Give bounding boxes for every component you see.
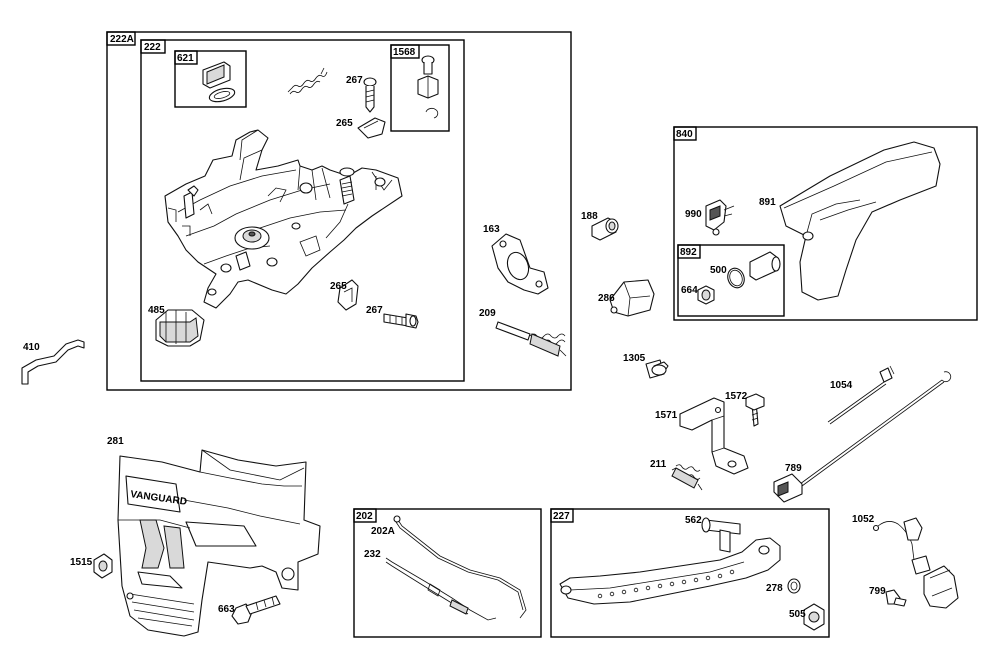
label-990: 990 bbox=[685, 209, 702, 220]
label-500: 500 bbox=[710, 265, 727, 276]
part-265-clip-bottom bbox=[337, 279, 359, 311]
label-211: 211 bbox=[650, 459, 667, 470]
label-1515: 1515 bbox=[70, 557, 93, 568]
part-990-switch bbox=[705, 199, 735, 236]
label-505: 505 bbox=[789, 609, 806, 620]
label-663: 663 bbox=[218, 604, 235, 615]
part-188-fitting bbox=[591, 217, 619, 241]
part-209-spring-link bbox=[495, 321, 567, 357]
part-485-damper bbox=[155, 309, 205, 347]
label-286: 286 bbox=[598, 293, 615, 304]
part-1572-screw bbox=[745, 393, 765, 427]
frame-1568: 1568 bbox=[390, 44, 450, 132]
part-1568-assembly bbox=[417, 55, 439, 119]
part-spring-small bbox=[287, 67, 328, 95]
label-789: 789 bbox=[785, 463, 802, 474]
frame-227: 227 bbox=[550, 508, 830, 638]
part-1054-cable-tie bbox=[827, 365, 895, 425]
box-label-227: 227 bbox=[553, 511, 570, 522]
box-label-840: 840 bbox=[676, 129, 693, 140]
box-label-621: 621 bbox=[177, 53, 194, 64]
label-1052: 1052 bbox=[852, 514, 875, 525]
box-label-202: 202 bbox=[356, 511, 373, 522]
label-281: 281 bbox=[107, 436, 124, 447]
box-label-892: 892 bbox=[680, 247, 697, 258]
label-485: 485 bbox=[148, 305, 165, 316]
part-202A-link bbox=[393, 515, 527, 619]
label-278: 278 bbox=[766, 583, 783, 594]
part-799-screw bbox=[885, 589, 907, 607]
label-1305: 1305 bbox=[623, 353, 646, 364]
part-410-rod bbox=[21, 339, 85, 385]
box-label-222A: 222A bbox=[110, 34, 134, 45]
label-202A: 202A bbox=[371, 526, 395, 537]
label-1571: 1571 bbox=[655, 410, 678, 421]
label-232: 232 bbox=[364, 549, 381, 560]
part-286-block bbox=[609, 279, 655, 317]
label-410: 410 bbox=[23, 342, 40, 353]
part-265-clip-top bbox=[357, 117, 386, 139]
label-265b: 265 bbox=[330, 281, 347, 292]
part-562-pin bbox=[701, 517, 741, 553]
part-621-clip bbox=[202, 61, 236, 103]
frame-621: 621 bbox=[174, 50, 247, 108]
part-281-shroud: VANGUARD bbox=[117, 449, 321, 637]
label-188: 188 bbox=[581, 211, 598, 222]
part-278-washer bbox=[787, 578, 801, 594]
frame-222: 222 bbox=[140, 39, 465, 382]
part-1571-bracket bbox=[679, 397, 749, 475]
frame-892: 892 bbox=[677, 244, 785, 317]
part-267-screw-top bbox=[363, 77, 377, 113]
part-227-lever bbox=[559, 537, 781, 605]
label-562: 562 bbox=[685, 515, 702, 526]
label-799: 799 bbox=[869, 586, 886, 597]
label-267b: 267 bbox=[366, 305, 383, 316]
part-267-screw-bottom bbox=[383, 313, 419, 329]
label-265a: 265 bbox=[336, 118, 353, 129]
part-664-nut bbox=[697, 285, 715, 305]
part-1515-nut bbox=[93, 553, 113, 579]
part-163-gasket bbox=[491, 233, 549, 295]
frame-222A: 222A bbox=[106, 31, 572, 391]
label-267a: 267 bbox=[346, 75, 363, 86]
part-222-governor-bracket bbox=[164, 129, 403, 309]
box-label-1568: 1568 bbox=[393, 47, 416, 58]
part-1052-sensor bbox=[872, 517, 959, 609]
label-664: 664 bbox=[681, 285, 698, 296]
label-209: 209 bbox=[479, 308, 496, 319]
label-163: 163 bbox=[483, 224, 500, 235]
part-1305-screw bbox=[645, 359, 669, 379]
label-1572: 1572 bbox=[725, 391, 748, 402]
box-label-222: 222 bbox=[144, 42, 161, 53]
frame-840: 840 bbox=[673, 126, 978, 321]
part-500-switch bbox=[727, 251, 781, 289]
part-211-spring bbox=[671, 464, 703, 491]
part-891-panel bbox=[779, 141, 941, 301]
part-789-wire bbox=[773, 371, 952, 503]
part-663-bolt bbox=[231, 595, 281, 625]
label-891: 891 bbox=[759, 197, 776, 208]
part-232-link bbox=[385, 557, 497, 621]
frame-202: 202 bbox=[353, 508, 542, 638]
part-505-nut bbox=[803, 603, 825, 631]
label-1054: 1054 bbox=[830, 380, 853, 391]
